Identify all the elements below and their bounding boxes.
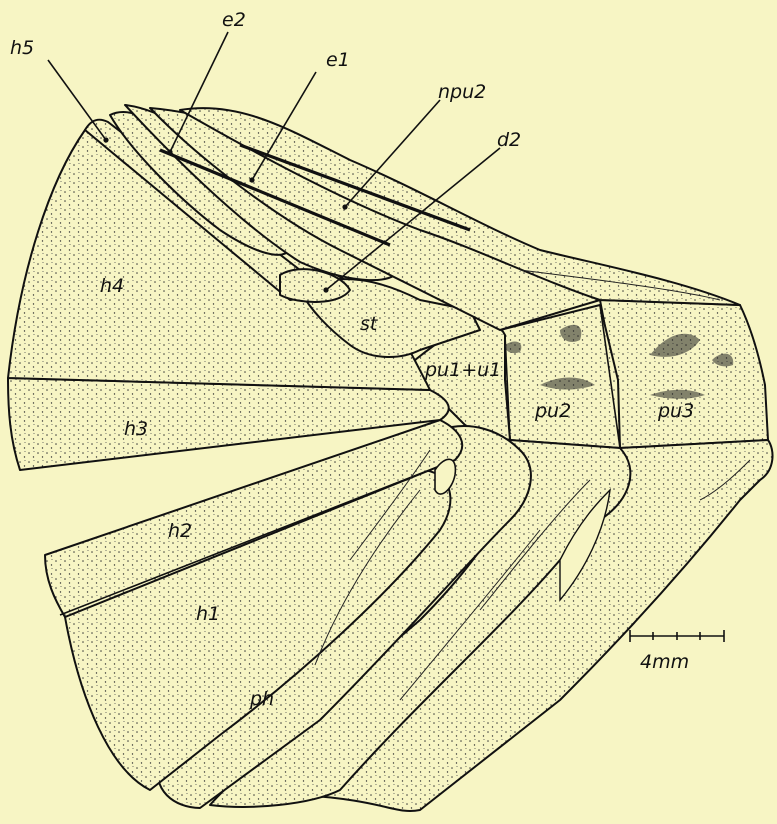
label-h4: h4 — [100, 275, 124, 297]
label-npu2: npu2 — [438, 81, 486, 103]
label-h3: h3 — [124, 418, 148, 440]
label-pu1-u1: pu1+u1 — [424, 359, 501, 381]
label-e1: e1 — [326, 49, 350, 71]
e2-pointer-dot — [167, 149, 172, 154]
label-st: st — [360, 313, 379, 335]
d2-pointer-dot — [323, 287, 328, 292]
scale-bar: 4mm — [630, 630, 724, 673]
label-d2: d2 — [497, 129, 521, 151]
label-pu3: pu3 — [657, 400, 694, 422]
pu3-vertebra — [600, 300, 768, 448]
e1-pointer-dot — [249, 177, 254, 182]
h5-pointer-dot — [103, 137, 108, 142]
label-ph: ph — [249, 688, 274, 710]
label-e2: e2 — [222, 9, 246, 31]
scale-bar-label: 4mm — [640, 651, 689, 673]
label-h1: h1 — [196, 603, 220, 625]
label-h5: h5 — [10, 37, 34, 59]
label-h2: h2 — [168, 520, 192, 542]
pu2-vertebra — [500, 305, 620, 448]
npu2-pointer-dot — [342, 204, 347, 209]
label-pu2: pu2 — [534, 400, 571, 422]
h5-pointer — [48, 60, 106, 140]
